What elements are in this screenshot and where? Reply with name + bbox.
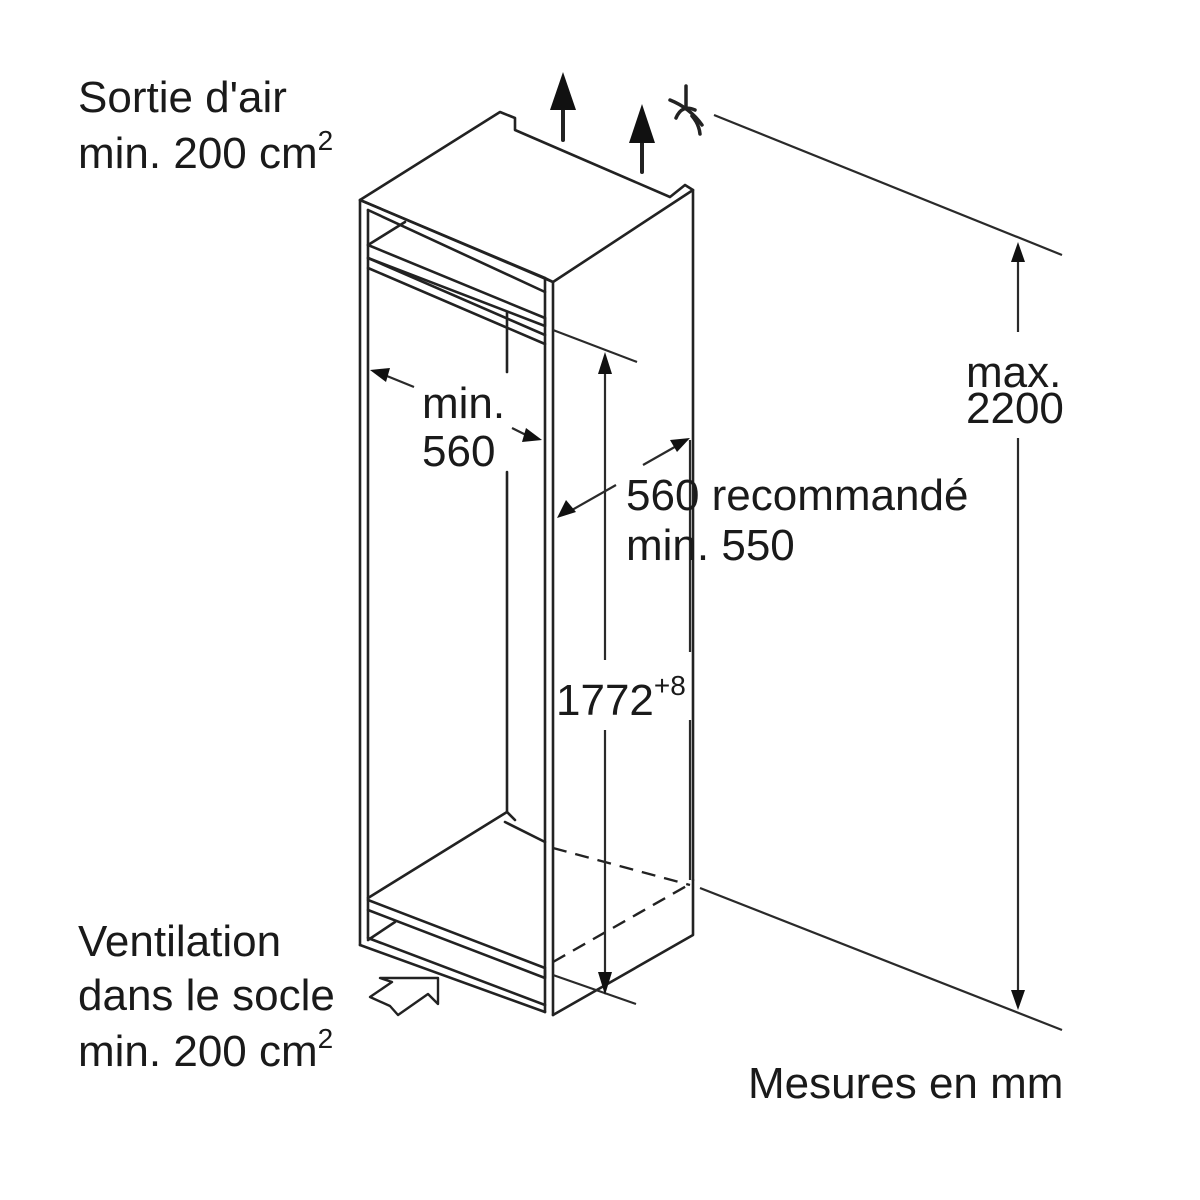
depth-dim-left [571,484,617,511]
top-panel-front-edge [358,198,555,284]
upper-crossbar-4 [366,266,547,346]
lower-crossbar-3 [358,943,547,1014]
plinth-diag [366,920,397,942]
depth-label-line1: 560 recommandé [626,471,968,520]
cabinet-niche [358,110,695,1017]
arrow-up-icon [550,72,576,142]
floor-hidden-edge-2 [552,882,691,964]
plinth-vent-label-line1: Ventilation [78,917,281,966]
dimension-lines [370,113,1063,1032]
width-min-label-line1: min. [422,379,505,428]
arrow-up-icon [629,104,655,174]
upper-shelf-diag [366,220,407,247]
plinth-vent-label-line3: min. 200 cm2 [78,1023,333,1076]
upper-crossbar-1 [366,243,547,320]
upper-crossbar-top [366,208,547,294]
niche-top-extension-line [552,328,638,364]
floor-hidden-edge-1 [552,846,691,887]
hollow-arrow-icon [368,976,440,1017]
niche-floor-back [366,810,517,900]
units-note: Mesures en mm [748,1059,1063,1108]
depth-label-line2: min. 550 [626,521,795,570]
upper-crossbar-2 [366,256,547,328]
niche-floor-right [503,820,547,844]
width-min-label-line2: 560 [422,427,495,476]
lower-crossbar-4 [366,936,547,1007]
niche-height-label: 1772+8 [556,670,686,725]
air-outlet-label-line2: min. 200 cm2 [78,125,333,178]
depth-dim-right [642,443,681,466]
floor-extension-line [699,886,1063,1032]
right-side-bottom [551,878,695,1017]
air-outlet-label-line1: Sortie d'air [78,73,287,122]
niche-bottom-extension-line [552,973,637,1006]
plinth-vent-label-line2: dans le socle [78,971,335,1020]
labels: Sortie d'air min. 200 cm2 min. 560 560 r… [78,73,1064,1108]
max-height-label-line2: 2200 [966,384,1064,433]
lower-crossbar-2 [366,908,547,980]
ceiling-anchor-icon [668,84,704,136]
air-out-arrows [550,72,704,174]
max-height-label-line1: max. [966,348,1061,397]
lower-crossbar-1 [366,898,547,970]
ceiling-extension-line [713,113,1063,257]
upper-crossbar-3 [366,256,547,337]
